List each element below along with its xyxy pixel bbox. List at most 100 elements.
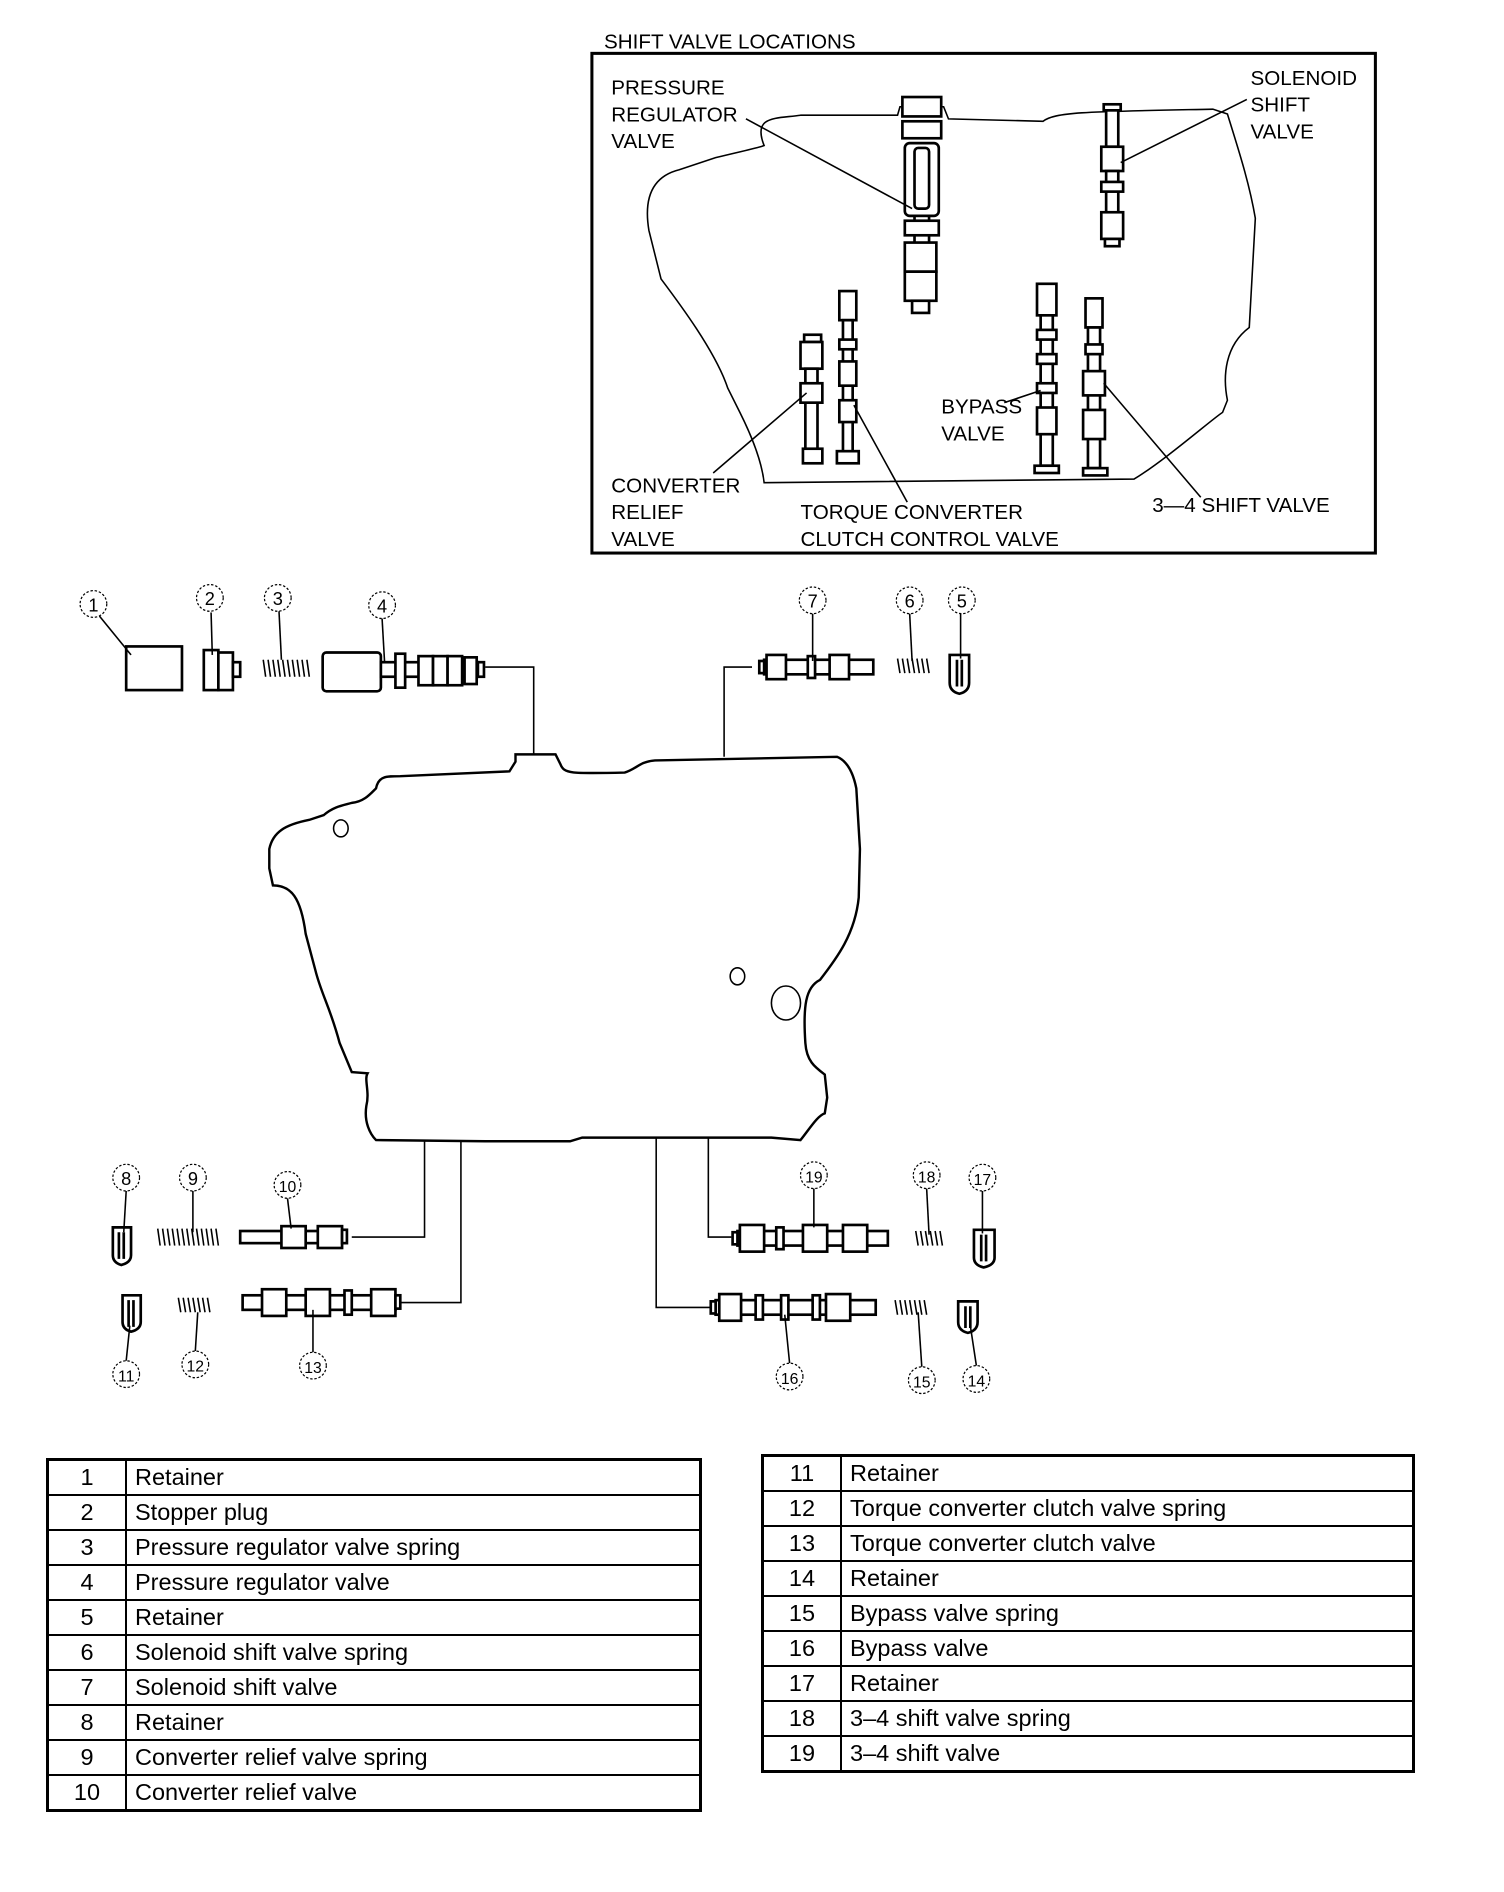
part-number: 3: [46, 1529, 127, 1566]
leader-3-4-shift: [1103, 382, 1202, 498]
leader-converter-relief: [712, 392, 808, 474]
part-number: 11: [761, 1454, 842, 1492]
svg-text:10: 10: [279, 1179, 297, 1196]
svg-text:11: 11: [118, 1368, 134, 1385]
svg-text:6: 6: [905, 592, 915, 612]
callout-16: 16: [775, 1362, 804, 1391]
callout-leaders: [98, 611, 984, 1367]
part-number: 7: [46, 1669, 127, 1706]
valve-body-outline: [268, 753, 862, 1143]
connector-line: [351, 1141, 426, 1238]
part-10-converter-relief-valve: [238, 1224, 349, 1250]
hole: [729, 967, 746, 986]
part-7-solenoid-shift-valve: [757, 653, 875, 681]
svg-text:13: 13: [304, 1360, 322, 1377]
part-number: 14: [761, 1560, 842, 1597]
part-5-retainer: [948, 653, 971, 696]
callout-6: 6: [895, 586, 924, 615]
part-name: Retainer: [125, 1458, 702, 1496]
leader-pressure-regulator: [745, 118, 913, 210]
part-number: 8: [46, 1704, 127, 1741]
part-15-spring: [894, 1300, 928, 1315]
callout-11: 11: [112, 1360, 141, 1389]
leader-torque-converter: [853, 404, 908, 503]
part-name: Solenoid shift valve spring: [125, 1634, 702, 1671]
callout-14: 14: [962, 1365, 991, 1393]
part-14-retainer: [956, 1300, 979, 1335]
svg-text:17: 17: [974, 1172, 992, 1189]
callout-12: 12: [181, 1350, 210, 1379]
part-number: 12: [761, 1490, 842, 1527]
part-name: Retainer: [840, 1560, 1415, 1597]
part-number: 4: [46, 1564, 127, 1601]
callout-10: 10: [273, 1170, 302, 1199]
callout-5: 5: [947, 586, 976, 615]
leader-solenoid-shift: [1120, 98, 1248, 164]
callout-8: 8: [112, 1163, 141, 1192]
svg-text:8: 8: [121, 1169, 131, 1189]
inset-3-4-shift-valve: [1081, 297, 1109, 477]
callout-15: 15: [907, 1366, 936, 1395]
part-name: Pressure regulator valve spring: [125, 1529, 702, 1566]
callout-3: 3: [263, 583, 292, 612]
part-3-spring: [262, 659, 311, 677]
svg-text:15: 15: [913, 1374, 931, 1391]
inset-valve-body-outline: [646, 105, 1257, 484]
part-4-pressure-regulator-valve: [321, 651, 486, 693]
callout-13: 13: [299, 1351, 327, 1380]
part-number: 19: [761, 1735, 842, 1773]
svg-text:9: 9: [188, 1169, 198, 1189]
hole: [332, 819, 349, 838]
part-number: 18: [761, 1700, 842, 1737]
part-19-3-4-shift-valve: [731, 1223, 890, 1253]
label-solenoid-shift-valve: SOLENOID SHIFT VALVE: [1250, 67, 1362, 143]
part-name: Retainer: [840, 1665, 1415, 1702]
callout-2: 2: [195, 583, 224, 612]
part-name: Torque converter clutch valve: [840, 1525, 1415, 1562]
part-1-retainer: [124, 645, 184, 692]
part-name: Pressure regulator valve: [125, 1564, 702, 1601]
label-bypass-valve: BYPASS VALVE: [941, 396, 1028, 446]
part-12-spring: [177, 1297, 211, 1313]
part-number: 16: [761, 1630, 842, 1667]
svg-text:18: 18: [918, 1169, 936, 1186]
svg-text:1: 1: [88, 595, 98, 615]
part-number: 17: [761, 1665, 842, 1702]
svg-text:7: 7: [808, 592, 818, 612]
part-number: 5: [46, 1599, 127, 1636]
inset-torque-converter-clutch-valve: [835, 289, 861, 465]
inset-frame: [590, 51, 1377, 555]
callout-4: 4: [368, 591, 397, 620]
svg-text:3: 3: [273, 589, 283, 609]
label-converter-relief-valve: CONVERTER RELIEF VALVE: [611, 474, 746, 550]
part-name: Stopper plug: [125, 1494, 702, 1531]
part-9-spring: [156, 1228, 220, 1246]
part-6-spring: [896, 658, 930, 674]
svg-text:2: 2: [205, 589, 215, 609]
part-name: Retainer: [125, 1599, 702, 1636]
connector-line: [400, 1141, 462, 1304]
part-18-spring: [914, 1230, 944, 1246]
part-name: Bypass valve: [840, 1630, 1415, 1667]
part-11-retainer: [121, 1293, 143, 1334]
inset-pressure-regulator-valve: [901, 95, 943, 315]
connector-line: [707, 1137, 732, 1238]
svg-text:16: 16: [781, 1371, 799, 1388]
part-number: 2: [46, 1494, 127, 1531]
callout-1: 1: [79, 590, 108, 618]
